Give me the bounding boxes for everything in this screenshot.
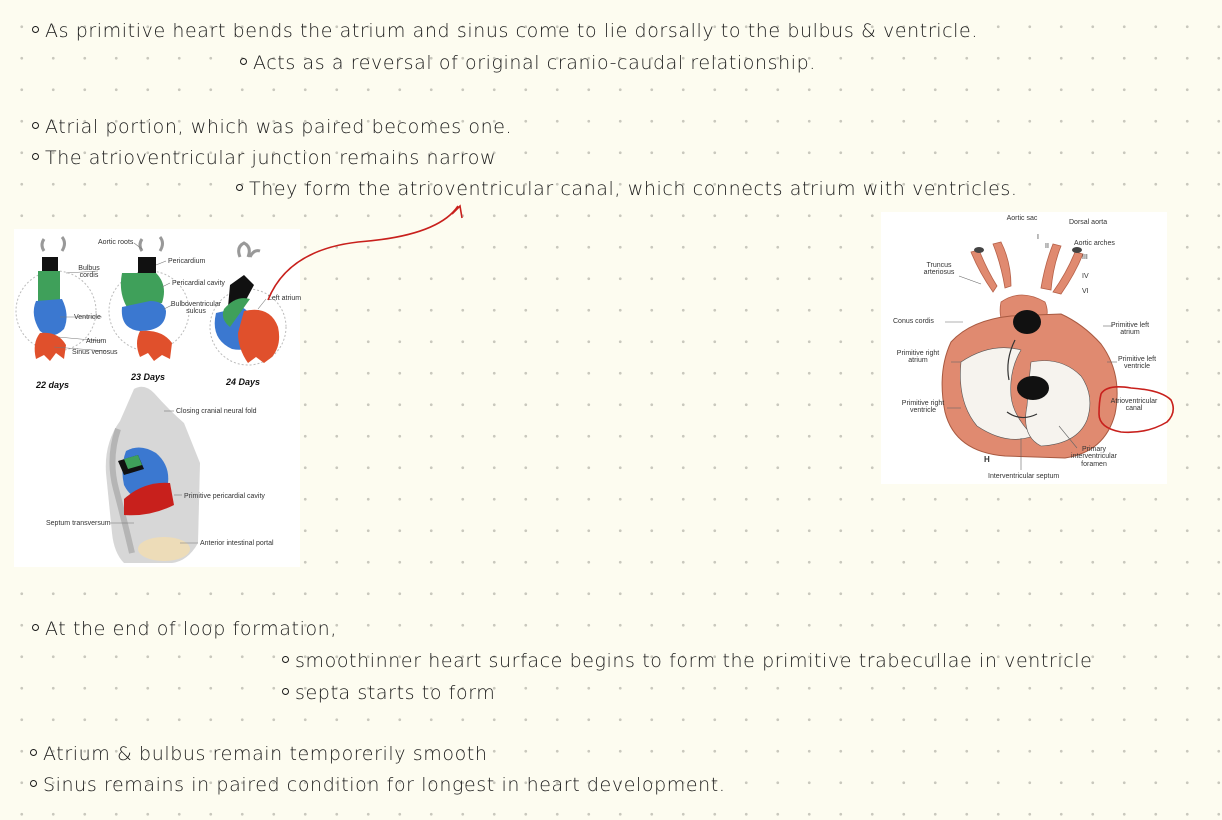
note-line-5: They form the atrioventricular canal, wh…	[236, 178, 1018, 200]
label-aortic-arches: Aortic arches	[1074, 240, 1115, 247]
note-line-6: At the end of loop formation,	[32, 618, 337, 640]
bullet-icon	[282, 656, 289, 663]
bullet-icon	[240, 58, 247, 65]
label-primitive-left-atrium: Primitive left atrium	[1110, 322, 1150, 337]
label-dorsal-aorta: Dorsal aorta	[1069, 219, 1108, 226]
label-pericardium: Pericardium	[168, 258, 206, 265]
note-line-7: smoothinner heart surface begins to form…	[282, 650, 1092, 672]
label-conus-cordis: Conus cordis	[893, 318, 934, 325]
note-line-9: Atrium & bulbus remain temporerily smoot…	[30, 743, 487, 765]
label-arch-iii: III	[1082, 254, 1088, 261]
label-primitive-left-ventricle: Primitive left ventricle	[1117, 356, 1157, 371]
note-line-2: Acts as a reversal of original cranio-ca…	[240, 52, 816, 74]
label-arch-ii: II	[1045, 243, 1049, 250]
label-atrium: Atrium	[86, 338, 107, 345]
note-line-3: Atrial portion, which was paired becomes…	[32, 116, 512, 138]
label-primitive-right-atrium: Primitive right atrium	[896, 350, 940, 365]
bullet-icon	[32, 26, 39, 33]
heart-looping-figure: Aortic roots Bulbus cordis Ventricle Atr…	[14, 229, 302, 567]
label-23-days: 23 Days	[131, 372, 166, 382]
label-primitive-pericardial-cavity: Primitive pericardial cavity	[184, 493, 265, 500]
bullet-icon	[32, 624, 39, 631]
label-primary-interventricular-foramen: Primary interventricular foramen	[1071, 446, 1117, 468]
label-pericardial-cavity: Pericardial cavity	[172, 280, 225, 287]
label-bulbus-cordis: Bulbus cordis	[78, 265, 100, 280]
label-primitive-right-ventricle: Primitive right ventricle	[901, 400, 945, 415]
heart-section-illustration	[941, 241, 1175, 470]
label-interventricular-septum: Interventricular septum	[988, 473, 1060, 480]
note-line-4: The atrioventricular junction remains na…	[32, 147, 496, 169]
label-22-days: 22 days	[36, 380, 70, 390]
label-aortic-roots: Aortic roots	[98, 239, 134, 246]
note-line-1: As primitive heart bends the atrium and …	[32, 20, 978, 42]
label-sinus-venosus: Sinus venosus	[72, 349, 118, 356]
bullet-icon	[32, 153, 39, 160]
label-aortic-sac: Aortic sac	[1006, 215, 1038, 222]
label-ventricle: Ventricle	[74, 314, 101, 321]
bullet-icon	[30, 780, 37, 787]
bullet-icon	[30, 749, 37, 756]
label-atrioventricular-canal: Atrioventricular canal	[1110, 398, 1158, 413]
label-truncus-arteriosus: Truncus arteriosus	[923, 262, 955, 277]
label-arch-vi: VI	[1082, 288, 1089, 295]
bullet-icon	[32, 122, 39, 129]
label-anterior-intestinal-portal: Anterior intestinal portal	[200, 540, 274, 547]
arrow-head-icon	[451, 204, 463, 219]
bullet-icon	[236, 184, 243, 191]
heart-section-figure: Aortic sac Dorsal aorta Aortic arches I …	[881, 212, 1175, 484]
note-line-10: Sinus remains in paired condition for lo…	[30, 774, 725, 796]
label-panel-h: H	[984, 455, 990, 464]
label-closing-neural-fold: Closing cranial neural fold	[176, 408, 257, 415]
label-arch-i: I	[1037, 234, 1039, 241]
note-line-8: septa starts to form	[282, 682, 495, 704]
label-septum-transversum: Septum transversum	[46, 520, 111, 527]
bullet-icon	[282, 688, 289, 695]
heart-looping-illustration	[15, 236, 287, 563]
label-24-days: 24 Days	[226, 377, 261, 387]
label-bulboventricular-sulcus: Bulboventricular sulcus	[170, 301, 222, 316]
label-arch-iv: IV	[1082, 273, 1089, 280]
label-left-atrium: Left atrium	[268, 295, 302, 302]
